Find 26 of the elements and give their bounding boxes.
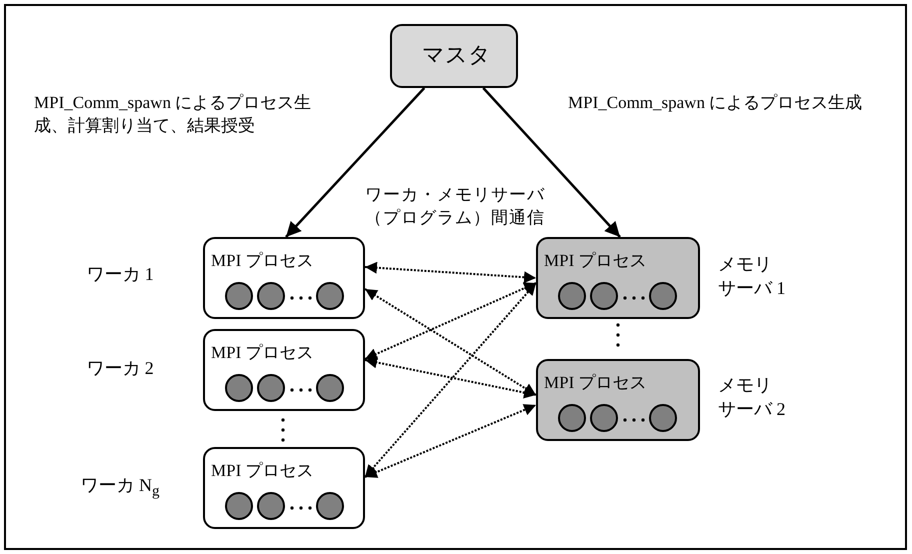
node-caption: メモリサーバ 2 xyxy=(718,374,786,422)
arrow xyxy=(364,288,537,396)
node-label: MPI プロセス xyxy=(544,250,646,272)
node-caption: ワーカ 1 xyxy=(85,263,155,286)
master-box xyxy=(390,24,518,88)
node-caption: ワーカ 2 xyxy=(85,357,155,380)
node-label: MPI プロセス xyxy=(211,342,314,364)
arrow xyxy=(482,87,621,238)
arrow xyxy=(364,356,536,398)
node-label: MPI プロセス xyxy=(211,250,314,272)
node-caption: ワーカ N$_{g}$ xyxy=(80,474,160,502)
node-label: MPI プロセス xyxy=(211,460,314,482)
process-box xyxy=(203,237,365,319)
arrow xyxy=(285,87,426,238)
process-box xyxy=(536,237,700,319)
arrow xyxy=(364,282,537,478)
arrow xyxy=(364,404,536,478)
process-box xyxy=(536,359,700,441)
process-box xyxy=(203,329,365,411)
process-box xyxy=(203,447,365,529)
node-label: マスタ xyxy=(422,41,491,69)
node-caption: メモリサーバ 1 xyxy=(718,253,786,300)
arrow xyxy=(364,262,536,284)
annotation-label: ワーカ・メモリサーバ（プログラム）間通信 xyxy=(364,184,546,229)
node-label: MPI プロセス xyxy=(544,372,646,394)
arrow xyxy=(364,282,536,360)
